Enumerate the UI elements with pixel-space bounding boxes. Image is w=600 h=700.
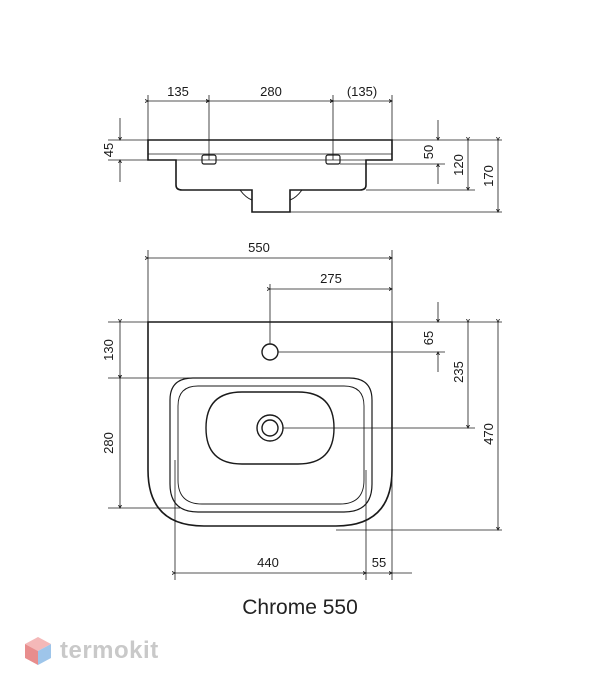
plan-view	[147, 321, 393, 527]
product-caption: Chrome 550	[242, 596, 358, 619]
dim-120: 120	[451, 154, 466, 176]
dim-55: 55	[372, 555, 386, 570]
plan-view-dimensions	[108, 250, 502, 580]
dim-280-left: 280	[101, 432, 116, 454]
dim-135-right: (135)	[347, 84, 377, 99]
dim-170: 170	[481, 165, 496, 187]
dim-275: 275	[320, 271, 342, 286]
brand-name: termokit	[60, 637, 159, 664]
basin-profile	[147, 139, 393, 213]
dim-440: 440	[257, 555, 279, 570]
drain-inner	[261, 419, 279, 437]
side-view	[147, 139, 393, 213]
dim-45: 45	[101, 143, 116, 157]
dim-130: 130	[101, 339, 116, 361]
dim-135-left: 135	[167, 84, 189, 99]
bowl-rim	[169, 377, 373, 513]
tap-hole	[261, 343, 279, 361]
dim-550: 550	[248, 240, 270, 255]
dim-65: 65	[421, 331, 436, 345]
drain-outer	[256, 414, 284, 442]
basin-outline	[147, 321, 393, 527]
dim-280-top: 280	[260, 84, 282, 99]
dim-470: 470	[481, 423, 496, 445]
cube-logo-icon	[25, 637, 51, 665]
dim-50: 50	[421, 145, 436, 159]
bowl-oval	[205, 391, 335, 465]
side-view-dimensions	[108, 95, 502, 212]
brand-watermark: termokit	[24, 636, 159, 666]
dim-235: 235	[451, 361, 466, 383]
